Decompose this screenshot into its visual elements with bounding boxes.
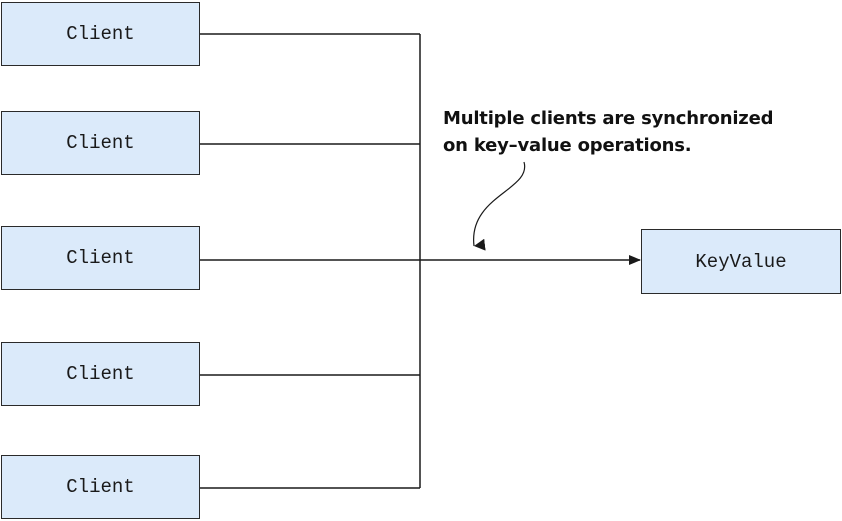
annotation-line-2: on key–value operations. (443, 135, 692, 156)
client-box: Client (1, 111, 200, 175)
client-box: Client (1, 2, 200, 66)
annotation-pointer-arrow (473, 161, 526, 251)
client-box: Client (1, 226, 200, 290)
client-box: Client (1, 342, 200, 406)
annotation-line-1: Multiple clients are synchronized (443, 108, 774, 129)
annotation-text: Multiple clients are synchronized on key… (443, 105, 773, 159)
client-box: Client (1, 455, 200, 519)
keyvalue-box: KeyValue (641, 229, 841, 294)
